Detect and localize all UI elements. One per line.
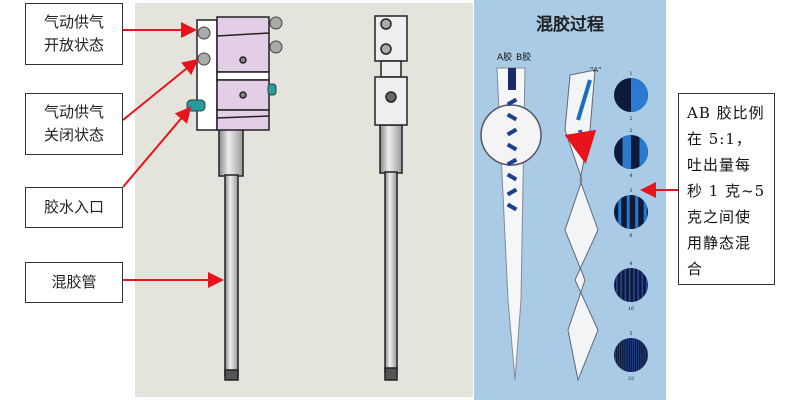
mixing-stage-2: 24 [614,128,648,179]
stripe [620,268,622,302]
stripe [633,268,635,302]
stage-bottom-number: 32 [628,376,634,382]
stripe [615,338,616,372]
stage-bottom-number: 16 [628,306,634,312]
stripe [635,195,639,229]
stage-bottom-number: 2 [629,116,632,122]
stripe [621,338,623,372]
stage-top-number: 1 [629,71,632,77]
stage-top-number: 3 [629,188,632,194]
static-mixer-illustration [480,67,598,382]
valve-side-view [374,15,408,381]
stripe [639,135,648,169]
marker-a-label: "A" [590,66,601,74]
stripe [617,338,618,372]
mixing-stage-4: 4 16 [614,261,648,312]
stripe [626,195,630,229]
stripe [632,338,633,372]
ratio-note: AB 胶比例在 5:1，吐出量每秒 1 克~5克之间使用静态混合 [678,93,775,285]
mixing-stage-3: 38 [614,188,648,239]
stripe [644,338,646,372]
cad-panel [135,3,473,397]
label-pneumatic-closed: 气动供气 关闭状态 [25,93,123,155]
stripe [642,338,644,372]
stripe [619,338,621,372]
mixing-title: 混胶过程 [536,14,604,35]
arrow-glue-inlet [122,106,192,188]
label-pneumatic-open: 气动供气 开放状态 [25,3,123,65]
stripe [629,338,631,372]
mixing-stage-1: 12 [614,71,648,122]
a-glue-label: A胶 [497,51,512,63]
stripe [641,268,644,302]
stripe [618,195,622,229]
stripe [627,338,629,372]
stripe [643,195,647,229]
stripe [625,338,627,372]
stage-bottom-number: 8 [629,233,632,239]
stripe [634,338,635,372]
stripe [631,78,648,112]
label-glue-inlet: 胶水入口 [25,187,123,228]
stage-top-number: 4 [629,261,632,267]
b-glue-label: B胶 [516,51,531,63]
stripe [637,268,639,302]
stripe [640,338,642,372]
valve-front-view [196,16,270,381]
stripe [638,338,640,372]
stripe [616,268,618,302]
stage-bottom-number: 4 [629,173,632,179]
stage-top-number: 5 [629,331,632,337]
glue-inlet-fittings [186,83,277,112]
stage-top-number: 2 [629,128,632,134]
stripe [636,338,638,372]
arrow-pneumatic-closed [122,58,199,121]
stripe [645,268,648,302]
air-fitting-icons [197,16,283,66]
label-mixing-tube: 混胶管 [25,262,123,303]
mixing-stage-5: 5 32 [614,331,648,382]
stripe [622,135,631,169]
stripe [628,268,631,302]
stripe [624,268,627,302]
stripe [646,338,648,372]
stripe [623,338,625,372]
